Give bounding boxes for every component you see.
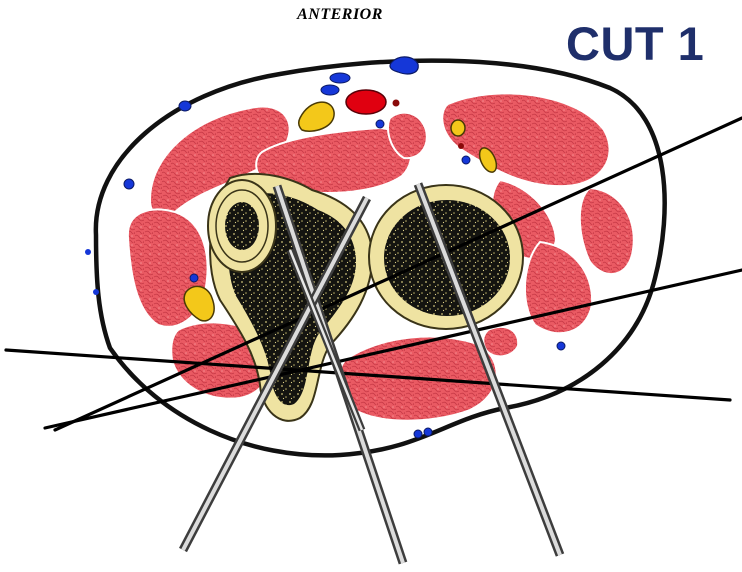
small-artery-dot <box>393 100 400 107</box>
vein-top-2 <box>321 85 339 95</box>
vein-small-6 <box>462 156 470 164</box>
vein-small-3 <box>93 289 99 295</box>
small-bone <box>208 180 276 272</box>
vein-small-9 <box>424 428 432 436</box>
vein-small-1 <box>124 179 134 189</box>
artery <box>346 90 386 114</box>
vein-left <box>179 101 191 111</box>
vein-small-5 <box>190 274 198 282</box>
vein-small-7 <box>557 342 565 350</box>
muscle-bottom-right <box>483 327 518 357</box>
orientation-label: ANTERIOR <box>260 6 420 24</box>
vein-top-1 <box>330 73 350 83</box>
small-artery-dot-2 <box>458 143 464 149</box>
cut-label: CUT 1 <box>566 16 704 71</box>
vein-small-8 <box>414 430 422 438</box>
vein-small-2 <box>85 249 91 255</box>
vein-large <box>390 57 418 74</box>
vein-small-4 <box>376 120 384 128</box>
small-bone-marrow <box>225 202 259 250</box>
nerve-right-1 <box>451 120 465 136</box>
